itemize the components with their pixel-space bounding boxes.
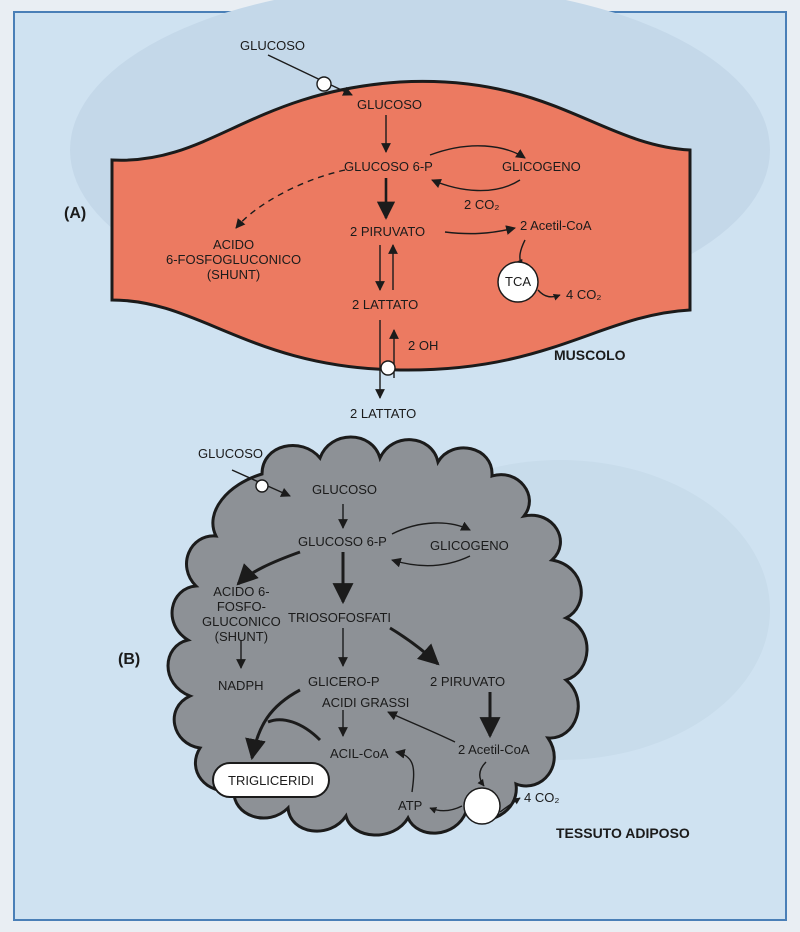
arrow-acetylcoa-to-tca-adipose (477, 761, 487, 787)
label-nadph: NADPH (218, 678, 264, 693)
label-shunt-muscle: ACIDO 6-FOSFOGLUCONICO (SHUNT) (166, 237, 302, 282)
label-triose: TRIOSOFOSFATI (288, 610, 392, 625)
arrow-acetylcoa-to-fattyacids (387, 711, 456, 743)
tissue-label-muscle: MUSCOLO (554, 347, 626, 363)
arrow-glycogen-to-g6p (431, 178, 521, 192)
label-oh: 2 OH (408, 338, 439, 353)
arrow-glycogen-to-g6p-adipose (391, 555, 471, 568)
label-fatty-acids: ACIDI GRASSI (322, 695, 410, 710)
label-glycogen-adipose: GLICOGENO (430, 538, 509, 553)
arrow-atp-to-acylcoa (395, 748, 415, 793)
label-pyruvate-adipose: 2 PIRUVATO (430, 674, 506, 689)
panel-label-b: (B) (118, 651, 141, 668)
label-tca: TCA (505, 274, 531, 289)
label-glucose-inside-muscle: GLUCOSO (357, 97, 423, 112)
label-tca-co2: 4 CO₂ (566, 287, 602, 302)
arrow-tca-to-atp (429, 805, 463, 814)
arrow-pyruvate-to-acetylcoa (444, 225, 516, 235)
label-acylcoa: ACIL-CoA (330, 746, 389, 761)
label-glyceroP: GLICERO-P (308, 674, 380, 689)
arrow-g6p-to-glycogen-adipose (391, 521, 471, 535)
panel-label-a: (A) (64, 205, 87, 222)
arrow-acylcoa-to-triglycerides (267, 718, 322, 742)
label-glucose-outside-muscle: GLUCOSO (240, 38, 306, 53)
arrow-glucose-entry (267, 54, 353, 96)
label-glucose6p-adipose: GLUCOSO 6-P (298, 534, 387, 549)
lactate-transporter-muscle (380, 360, 396, 376)
muscle-body (110, 79, 692, 372)
label-triglycerides: TRIGLICERIDI (228, 772, 314, 788)
arrow-triose-to-pyruvate (389, 626, 440, 666)
label-co2-adipose: 4 CO₂ (524, 790, 560, 805)
arrow-tca-to-co2 (537, 289, 561, 301)
label-atp: ATP (398, 798, 423, 813)
label-lactate-outside: 2 LATTATO (350, 406, 417, 421)
tca-cycle-circle-adipose (463, 787, 501, 825)
label-lactate-inside: 2 LATTATO (352, 297, 419, 312)
label-glycogen-muscle: GLICOGENO (502, 159, 581, 174)
label-co2-muscle: 2 CO₂ (464, 197, 500, 212)
glucose-transporter-muscle (316, 76, 332, 92)
muscle-cell (110, 79, 692, 372)
label-glucose6p-muscle: GLUCOSO 6-P (344, 159, 433, 174)
triglycerides-box: TRIGLICERIDI (212, 762, 330, 798)
label-glucose-inside-adipose: GLUCOSO (312, 482, 378, 497)
tca-cycle-circle (497, 261, 539, 303)
arrow-g6p-to-glycogen (429, 145, 526, 159)
arrow-g6p-to-shunt (235, 169, 346, 229)
arrow-tca-to-co2-adipose (499, 797, 521, 813)
label-acetylcoa-muscle: 2 Acetil-CoA (520, 218, 592, 233)
glucose-transporter-adipose (255, 479, 269, 493)
arrow-g6p-to-shunt-adipose (236, 550, 301, 586)
label-acetylcoa-adipose: 2 Acetil-CoA (458, 742, 530, 757)
arrow-glyceroP-to-triglycerides (245, 688, 301, 761)
label-shunt-adipose: ACIDO 6- FOSFO- GLUCONICO (SHUNT) (202, 584, 281, 644)
tissue-label-adipose: TESSUTO ADIPOSO (556, 825, 690, 841)
label-pyruvate-muscle: 2 PIRUVATO (350, 224, 426, 239)
label-glucose-outside-adipose: GLUCOSO (198, 446, 264, 461)
